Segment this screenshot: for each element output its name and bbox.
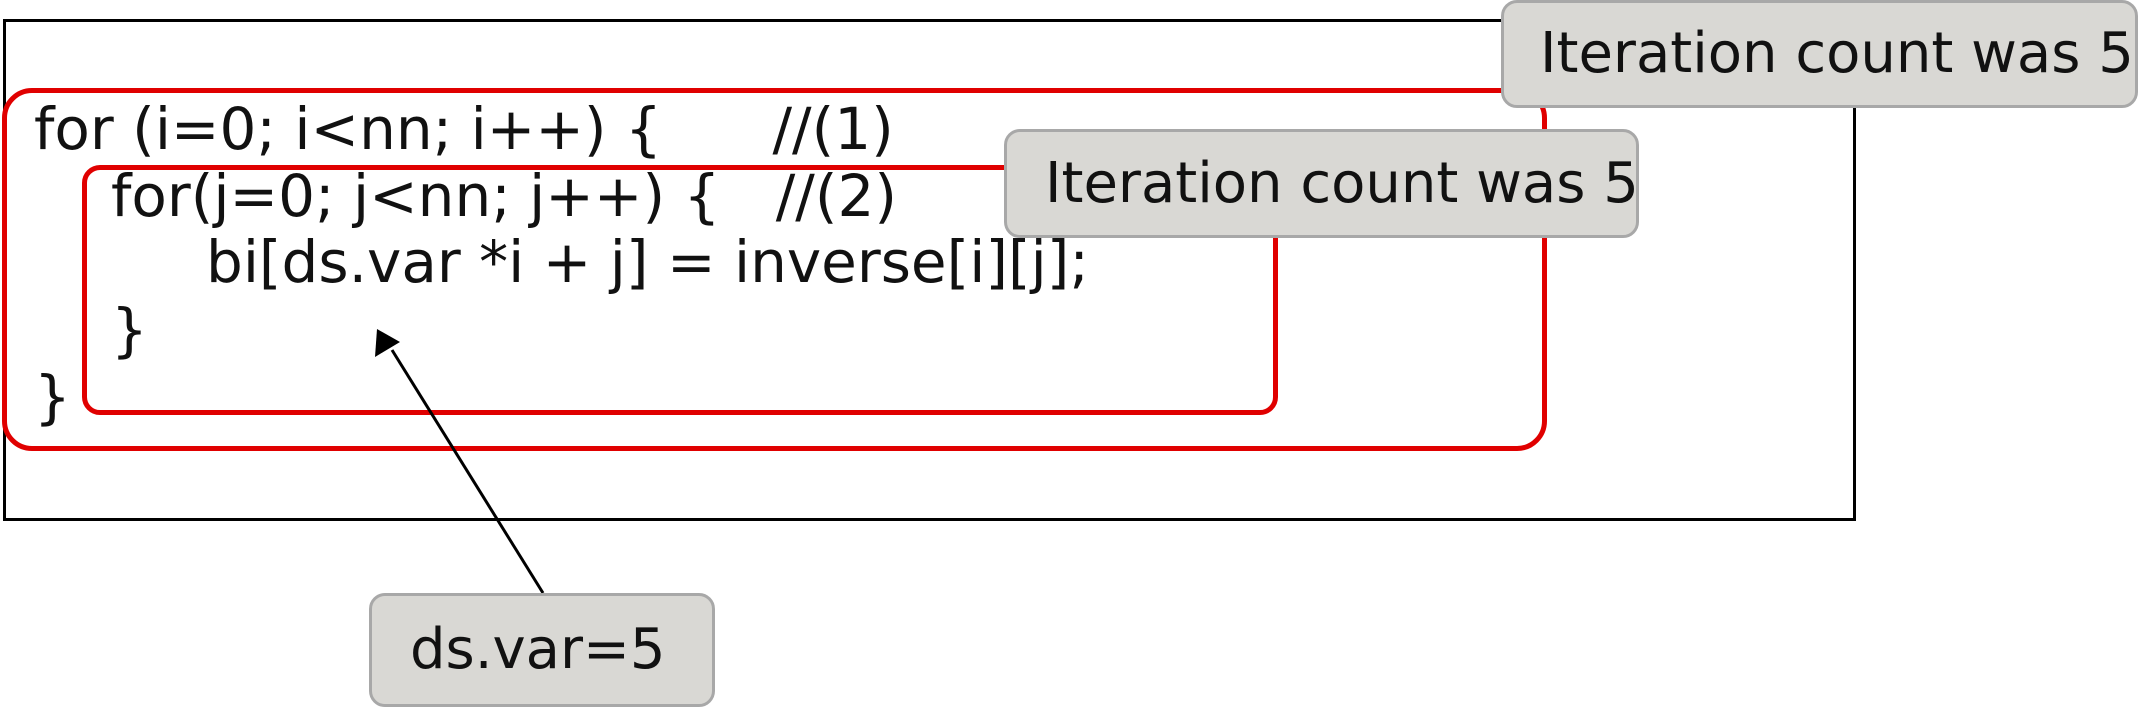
code-line-assignment: bi[ds.var *i + j] = inverse[i][j]; bbox=[206, 228, 1089, 296]
inner-loop-iteration-callout: Iteration count was 5 bbox=[1004, 129, 1639, 238]
code-line-outer-for: for (i=0; i<nn; i++) { //(1) bbox=[34, 95, 894, 163]
arrow-shaft bbox=[390, 349, 545, 594]
code-line-inner-for: for(j=0; j<nn; j++) { //(2) bbox=[111, 162, 898, 230]
arrow-head-icon bbox=[375, 329, 400, 357]
code-line-inner-close-brace: } bbox=[111, 296, 148, 364]
outer-loop-highlight bbox=[2, 88, 1547, 451]
code-line-outer-close-brace: } bbox=[34, 363, 71, 431]
outer-loop-iteration-callout: Iteration count was 5 bbox=[1501, 0, 2138, 108]
inner-loop-highlight bbox=[82, 165, 1278, 415]
variable-value-callout: ds.var=5 bbox=[369, 593, 715, 707]
